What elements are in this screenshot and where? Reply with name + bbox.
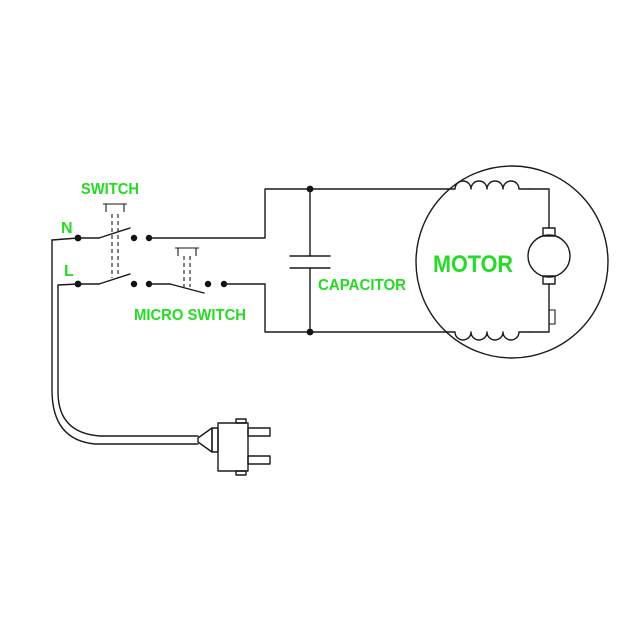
micro-switch — [148, 247, 228, 294]
motor-label: MOTOR — [433, 251, 513, 278]
l-label: L — [64, 263, 74, 280]
plug-icon — [197, 418, 271, 476]
motor — [415, 165, 609, 359]
main-switch — [77, 203, 153, 288]
capacitor — [289, 185, 331, 336]
main-wiring — [148, 188, 449, 333]
power-cord — [51, 239, 199, 445]
capacitor-label: CAPACITOR — [318, 277, 406, 294]
switch-label: SWITCH — [81, 181, 139, 198]
micro-switch-label: MICRO SWITCH — [134, 307, 246, 324]
n-label: N — [61, 220, 73, 237]
